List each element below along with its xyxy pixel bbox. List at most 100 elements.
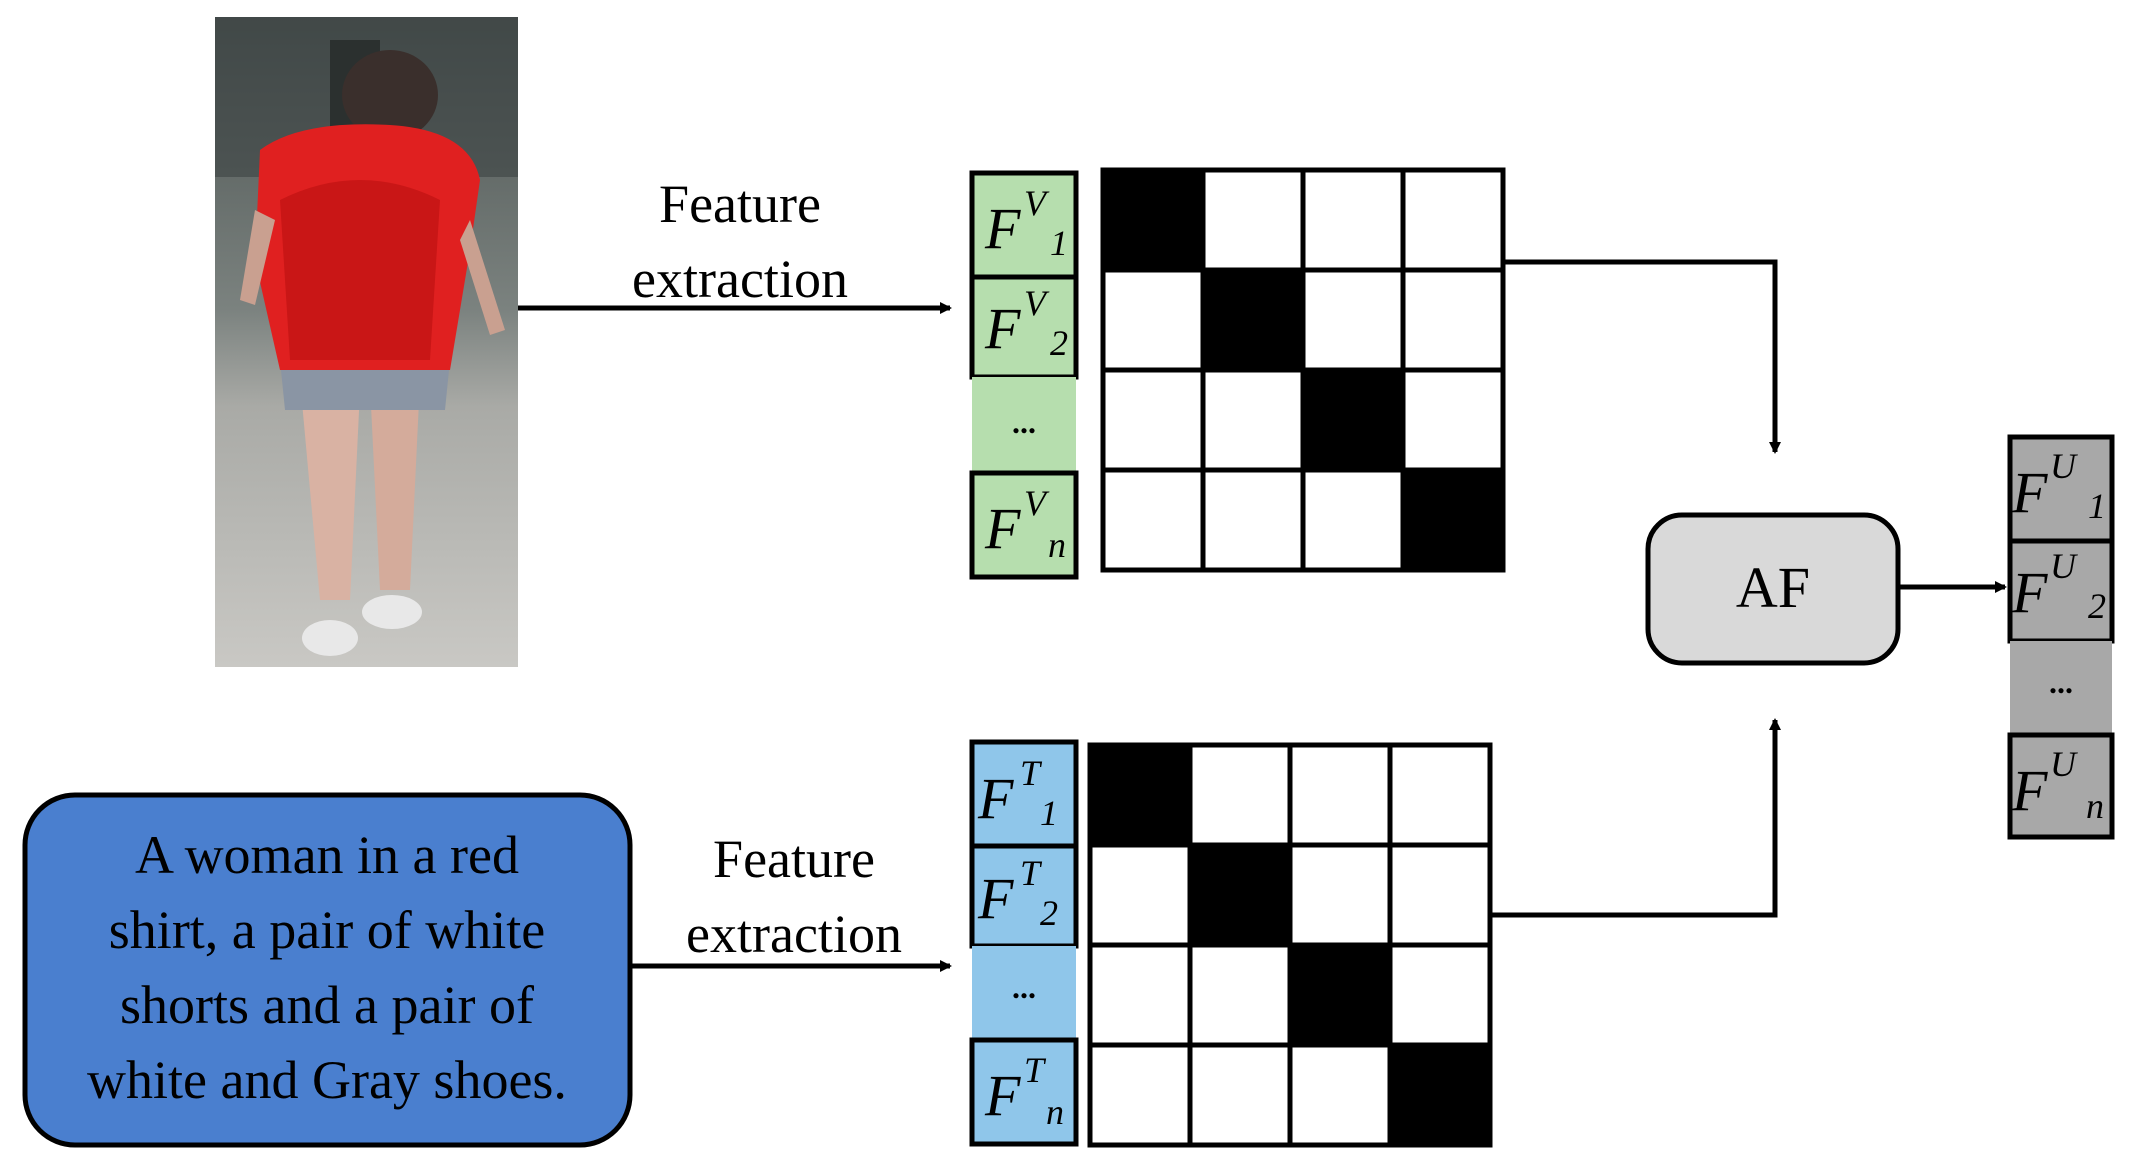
- matrix-cell: [1087, 1042, 1193, 1148]
- feature-extraction-label: extraction: [632, 249, 848, 309]
- feature-cell: [2007, 538, 2115, 644]
- matrix-cell: [1100, 267, 1206, 373]
- shorts: [280, 360, 450, 410]
- matrix-cell: [1387, 942, 1493, 1048]
- matrix-cell: [1187, 1042, 1293, 1148]
- matrix-cell: [1287, 1042, 1393, 1148]
- matrix-cell-diagonal: [1100, 167, 1206, 273]
- feature-cell: [2007, 434, 2115, 544]
- arrow-visual-matrix-to-af: [1505, 259, 1781, 454]
- feature-cell: [969, 470, 1079, 580]
- arrow-text-matrix-to-af: [1490, 718, 1781, 918]
- matrix-cell-diagonal: [1200, 267, 1306, 373]
- matrix-cell: [1387, 842, 1493, 948]
- feature-subscript: n: [2086, 786, 2104, 826]
- feature-ellipsis-cell: [2010, 641, 2112, 735]
- matrix-cell: [1087, 942, 1193, 1048]
- feature-ellipsis: ...: [1012, 404, 1036, 440]
- feature-symbol: F: [984, 496, 1021, 561]
- feature-superscript: U: [2050, 446, 2078, 486]
- visual-similarity-matrix: [1100, 167, 1506, 573]
- feature-ellipsis: ...: [2049, 664, 2073, 700]
- matrix-cell: [1400, 167, 1506, 273]
- text-description-panel: A woman in a red shirt, a pair of white …: [22, 792, 633, 1148]
- matrix-cell: [1287, 742, 1393, 848]
- description-line: shorts and a pair of: [120, 975, 534, 1035]
- feature-ellipsis: ...: [1012, 969, 1036, 1005]
- feature-extraction-label: Feature: [659, 174, 821, 234]
- matrix-cell-diagonal: [1300, 367, 1406, 473]
- feature-symbol: F: [2011, 560, 2048, 625]
- matrix-cell: [1200, 167, 1306, 273]
- matrix-cell: [1300, 167, 1406, 273]
- left-leg: [300, 380, 360, 600]
- matrix-cell: [1300, 267, 1406, 373]
- feature-symbol: F: [2011, 460, 2048, 525]
- feature-subscript: 2: [2088, 586, 2106, 626]
- feature-cell: [969, 739, 1079, 849]
- feature-superscript: U: [2050, 744, 2078, 784]
- feature-extraction-label: extraction: [686, 904, 902, 964]
- af-fusion-module: AF: [1645, 512, 1901, 666]
- matrix-cell-diagonal: [1287, 942, 1393, 1048]
- matrix-cell-diagonal: [1187, 842, 1293, 948]
- matrix-cell: [1187, 742, 1293, 848]
- pedestrian-photo: [215, 17, 518, 667]
- description-line: shirt, a pair of white: [109, 900, 545, 960]
- matrix-cell-diagonal: [1400, 467, 1506, 573]
- matrix-cell: [1200, 367, 1306, 473]
- feature-symbol: F: [984, 1063, 1021, 1128]
- text-similarity-matrix: [1087, 742, 1493, 1148]
- af-label: AF: [1736, 555, 1810, 620]
- description-line: white and Gray shoes.: [87, 1050, 567, 1110]
- feature-subscript: n: [1048, 525, 1066, 565]
- feature-superscript: T: [1020, 853, 1043, 893]
- feature-symbol: F: [977, 866, 1014, 931]
- feature-superscript: V: [1024, 183, 1050, 223]
- feature-symbol: F: [2011, 758, 2048, 823]
- feature-ellipsis-cell: [972, 946, 1076, 1040]
- text-feature-stack: F T 1 F T 2 ... F T n: [969, 739, 1079, 1147]
- matrix-cell-diagonal: [1387, 1042, 1493, 1148]
- feature-cell: [969, 274, 1079, 380]
- left-shoe: [302, 620, 358, 656]
- feature-cell: [2007, 732, 2115, 840]
- feature-subscript: 1: [1050, 223, 1068, 263]
- feature-subscript: n: [1046, 1092, 1064, 1132]
- matrix-cell-diagonal: [1087, 742, 1193, 848]
- feature-cell: [969, 843, 1079, 949]
- feature-subscript: 2: [1040, 893, 1058, 933]
- matrix-cell: [1400, 267, 1506, 373]
- description-line: A woman in a red: [135, 825, 519, 885]
- matrix-cell: [1300, 467, 1406, 573]
- feature-symbol: F: [984, 196, 1021, 261]
- unified-feature-stack: F U 1 F U 2 ... F U n: [2007, 434, 2115, 840]
- feature-superscript: U: [2050, 546, 2078, 586]
- feature-superscript: T: [1024, 1050, 1047, 1090]
- feature-superscript: V: [1024, 283, 1050, 323]
- feature-symbol: F: [977, 766, 1014, 831]
- right-shoe: [362, 595, 422, 629]
- hair: [342, 50, 438, 140]
- matrix-cell: [1100, 467, 1206, 573]
- matrix-cell: [1100, 367, 1206, 473]
- right-leg: [370, 380, 420, 590]
- matrix-cell: [1287, 842, 1393, 948]
- feature-subscript: 1: [1040, 793, 1058, 833]
- feature-subscript: 2: [1050, 323, 1068, 363]
- feature-subscript: 1: [2088, 486, 2106, 526]
- feature-cell: [969, 170, 1079, 280]
- feature-ellipsis-cell: [972, 377, 1076, 473]
- matrix-cell: [1200, 467, 1306, 573]
- matrix-cell: [1387, 742, 1493, 848]
- matrix-cell: [1087, 842, 1193, 948]
- matrix-cell: [1400, 367, 1506, 473]
- feature-cell: [969, 1037, 1079, 1147]
- feature-extraction-label: Feature: [713, 829, 875, 889]
- feature-superscript: T: [1020, 753, 1043, 793]
- visual-feature-stack: F V 1 F V 2 ... F V n: [969, 170, 1079, 580]
- feature-superscript: V: [1024, 483, 1050, 523]
- matrix-cell: [1187, 942, 1293, 1048]
- feature-symbol: F: [984, 296, 1021, 361]
